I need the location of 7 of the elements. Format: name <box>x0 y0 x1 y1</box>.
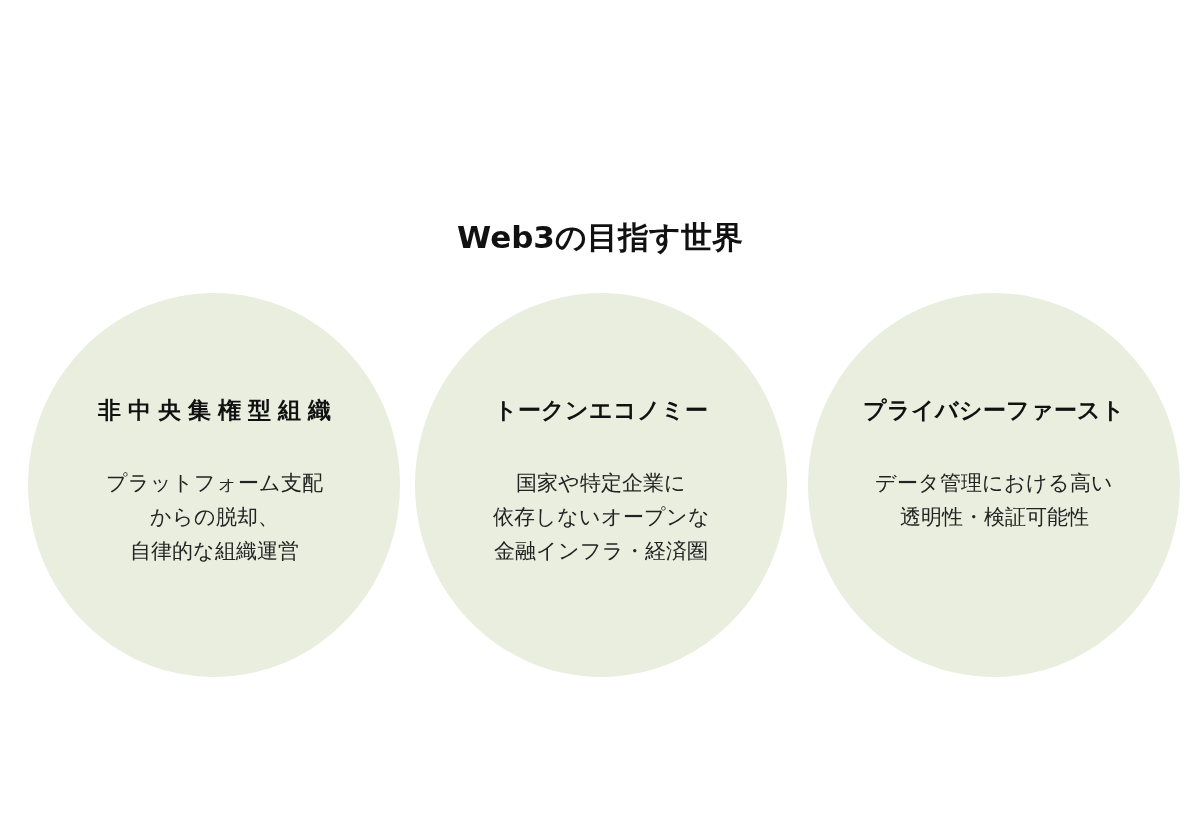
circle-description: データ管理における高い透明性・検証可能性 <box>875 470 1113 531</box>
circle-description: 国家や特定企業に依存しないオープンな金融インフラ・経済圏 <box>492 470 710 565</box>
circle-heading: トークンエコノミー <box>493 396 709 425</box>
circle-description: プラットフォーム支配からの脱却、自律的な組織運営 <box>105 470 323 565</box>
circle-heading: 非中央集権型組織 <box>96 396 339 425</box>
circle-heading: プライバシーファースト <box>862 396 1126 425</box>
diagram-title: Web3の目指す世界 <box>457 218 743 257</box>
